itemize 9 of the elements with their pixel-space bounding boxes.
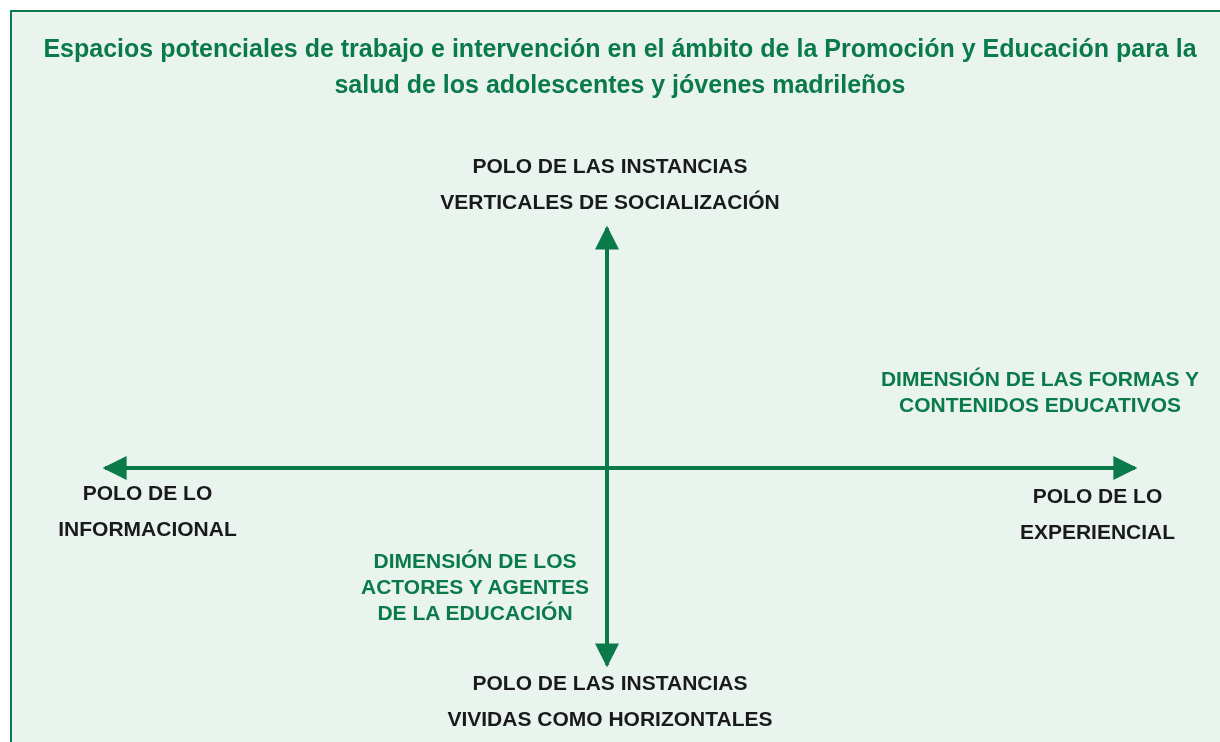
diagram-title: Espacios potenciales de trabajo e intervención en el ámbito de la Promoción y Educación para la salud de los adolescentes y jóvenes madrileños	[42, 33, 1198, 100]
double-arrow	[102, 456, 1138, 480]
dimension-label: DIMENSIÓN DE LAS FORMAS Y CONTENIDOS EDUCATIVOS	[880, 366, 1200, 418]
pole-label: POLO DE LO EXPERIENCIAL	[1018, 483, 1177, 545]
pole-label: POLO DE LO INFORMACIONAL	[57, 480, 238, 542]
double-arrow	[595, 225, 619, 668]
pole-label: POLO DE LAS INSTANCIAS VIVIDAS COMO HORIZONTALES	[446, 670, 774, 732]
pole-label: POLO DE LAS INSTANCIAS VERTICALES DE SOCIALIZACIÓN	[439, 153, 781, 215]
dimension-label: DIMENSIÓN DE LOS ACTORES Y AGENTES DE LA EDUCACIÓN	[360, 548, 590, 626]
